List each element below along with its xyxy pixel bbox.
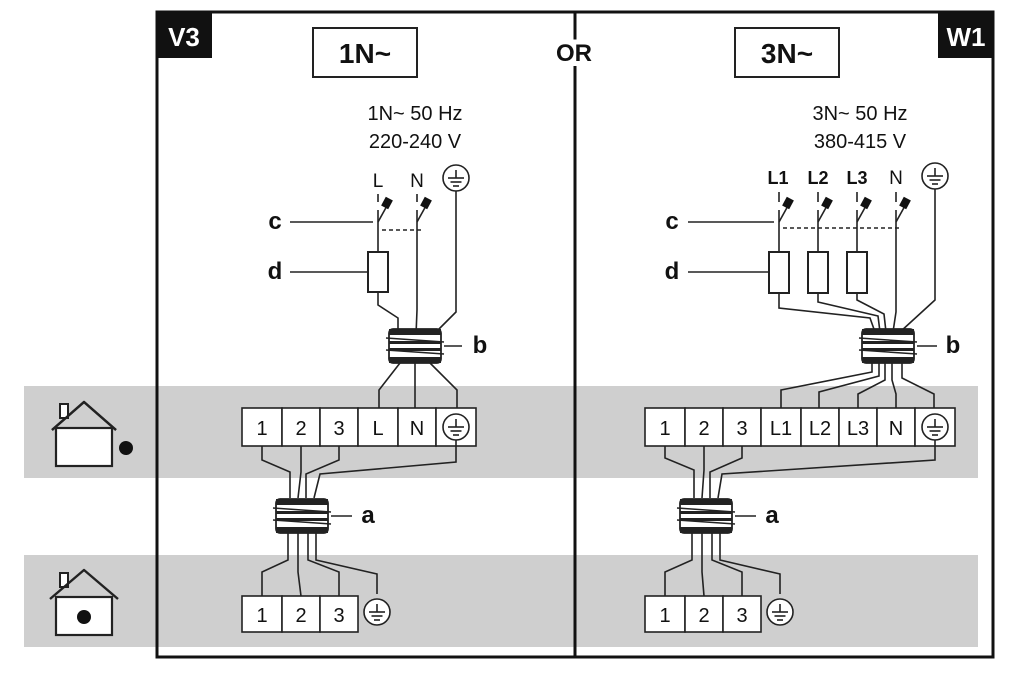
breaker-switch-icon	[817, 195, 834, 223]
breaker-switch-icon	[778, 195, 795, 223]
phase-label-L1: L1	[767, 168, 788, 188]
earth-ground-icon	[921, 162, 949, 190]
badge-left	[157, 12, 212, 58]
ferrite-core-icon	[858, 328, 918, 364]
fuse-icon	[768, 251, 790, 294]
phase-label-L3: L3	[846, 168, 867, 188]
terminal-cell	[684, 595, 724, 633]
ferrite-core-icon	[385, 328, 445, 364]
label-a-right: a	[765, 502, 779, 529]
supply-right-line1: 3N~ 50 Hz	[812, 103, 907, 125]
label-d-right: d	[665, 258, 680, 285]
separator-or: OR	[556, 40, 592, 67]
label-b-left: b	[473, 332, 488, 359]
terminal-label: 2	[295, 605, 306, 627]
title-box-left	[312, 27, 418, 78]
phase-label-N: N	[410, 171, 424, 192]
terminal-label: N	[889, 418, 903, 440]
terminal-cell	[357, 407, 399, 447]
right-interconnect: a	[664, 440, 936, 597]
terminal-label: L2	[809, 418, 831, 440]
terminal-cell	[800, 407, 840, 447]
fuse-icon	[367, 251, 389, 293]
terminal-label: 3	[736, 605, 747, 627]
fuse-icon	[846, 251, 868, 294]
fuse-icon	[807, 251, 829, 294]
supply-right-line2: 380-415 V	[814, 131, 907, 153]
supply-left-line2: 220-240 V	[369, 131, 462, 153]
terminal-cell	[876, 407, 916, 447]
right-outdoor-terminal-block: 1 2 3 L1 L2 L3 N	[644, 407, 956, 447]
ferrite-core-icon	[272, 498, 332, 534]
phase-label-L: L	[373, 171, 384, 192]
phase-label-L2: L2	[807, 168, 828, 188]
right-supply-section: L1 L2 L3 N c d b	[665, 162, 961, 414]
terminal-label: 2	[698, 605, 709, 627]
title-right: 3N~	[761, 38, 813, 69]
terminal-label: N	[410, 418, 424, 440]
ferrite-core-icon	[676, 498, 736, 534]
terminal-cell	[241, 595, 283, 633]
earth-ground-icon	[442, 413, 470, 441]
terminal-cell	[281, 595, 321, 633]
right-indoor-terminal-block: 1 2 3	[644, 595, 794, 633]
left-interconnect: a	[261, 440, 457, 597]
terminal-label: L1	[770, 418, 792, 440]
terminal-cell	[281, 407, 321, 447]
title-box-right	[734, 27, 840, 78]
label-c-right: c	[665, 208, 678, 235]
terminal-label: 1	[659, 605, 670, 627]
earth-ground-icon	[766, 598, 794, 626]
terminal-cell	[319, 595, 359, 633]
terminal-label: L3	[847, 418, 869, 440]
terminal-cell	[760, 407, 802, 447]
label-d-left: d	[268, 258, 283, 285]
label-a-left: a	[361, 502, 375, 529]
breaker-switch-icon	[377, 195, 394, 223]
terminal-label: L	[372, 418, 383, 440]
terminal-label: 1	[256, 418, 267, 440]
left-outdoor-terminal-block: 1 2 3 L N	[241, 407, 477, 447]
terminal-label: 1	[256, 605, 267, 627]
badge-left-text: V3	[168, 22, 200, 52]
phase-label-N: N	[889, 168, 903, 189]
supply-left-line1: 1N~ 50 Hz	[367, 103, 462, 125]
breaker-switch-icon	[895, 195, 912, 223]
terminal-label: 1	[659, 418, 670, 440]
terminal-label: 2	[698, 418, 709, 440]
badge-right-text: W1	[947, 22, 986, 52]
terminal-cell	[722, 595, 762, 633]
house-outdoor-unit-icon	[51, 400, 133, 468]
terminal-label: 3	[736, 418, 747, 440]
earth-ground-icon	[442, 164, 470, 192]
left-indoor-terminal-block: 1 2 3	[241, 595, 391, 633]
breaker-switch-icon	[856, 195, 873, 223]
breaker-switch-icon	[416, 195, 433, 223]
earth-ground-icon	[363, 598, 391, 626]
label-c-left: c	[268, 208, 281, 235]
title-left: 1N~	[339, 38, 391, 69]
indoor-unit-band	[24, 555, 978, 647]
terminal-label: 3	[333, 605, 344, 627]
house-indoor-unit-icon	[49, 568, 119, 637]
label-b-right: b	[946, 332, 961, 359]
terminal-cell	[644, 595, 686, 633]
terminal-label: 3	[333, 418, 344, 440]
badge-right	[938, 12, 993, 58]
earth-ground-icon	[921, 413, 949, 441]
terminal-label: 2	[295, 418, 306, 440]
left-supply-section: L N c d b	[268, 164, 488, 408]
